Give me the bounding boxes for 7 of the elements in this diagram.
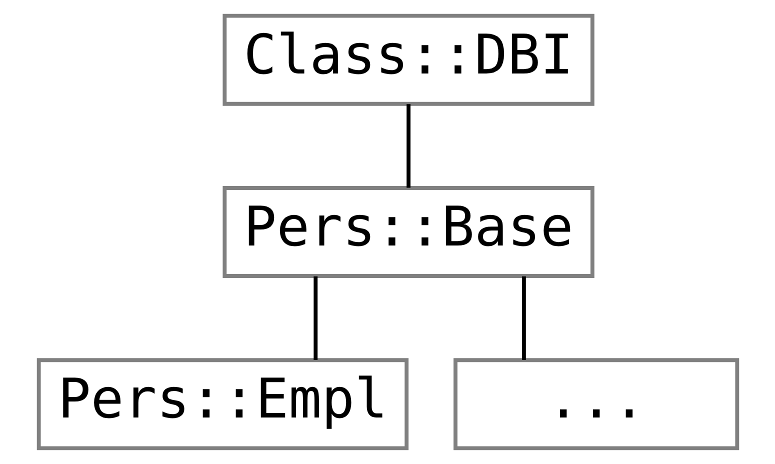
connector <box>313 276 318 360</box>
node-box: Pers::Base <box>222 186 594 278</box>
node-box: Pers::Empl <box>36 358 408 450</box>
connector <box>522 276 526 360</box>
node-box: Class::DBI <box>222 14 594 106</box>
node-box: ... <box>453 358 739 450</box>
connector <box>406 104 410 188</box>
